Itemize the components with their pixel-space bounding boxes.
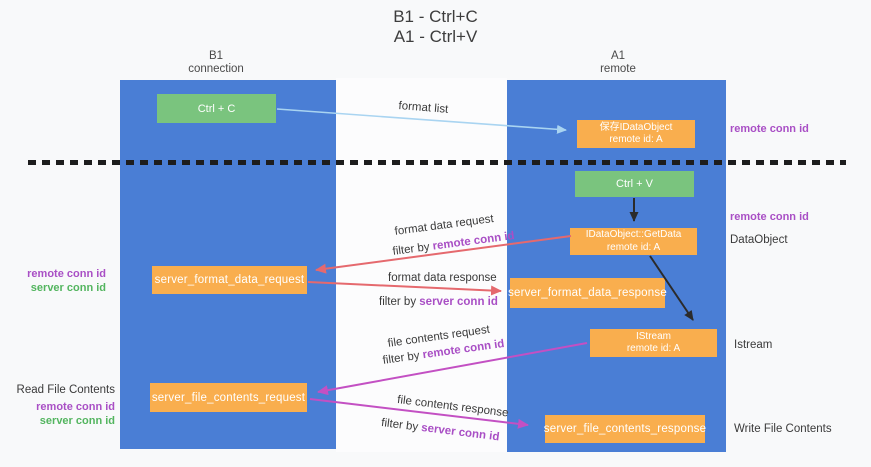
write-file-contents-label: Write File Contents — [734, 423, 832, 435]
remote-conn-id-side-label-top: remote conn id — [730, 123, 809, 135]
lane-a1-name: A1 — [610, 50, 626, 62]
server-conn-id-text: server conn id — [419, 296, 498, 308]
server-format-data-request-box: server_format_data_request — [152, 266, 307, 294]
save-idataobject-line2: remote id: A — [609, 134, 663, 145]
server-conn-id-left-label-2: server conn id — [39, 415, 115, 427]
title-line-2: A1 - Ctrl+V — [393, 27, 478, 46]
remote-conn-id-side-label-mid: remote conn id — [730, 211, 809, 223]
lane-header-b1: B1 connection — [160, 50, 272, 76]
lane-a1-subtitle: remote — [600, 63, 636, 75]
getdata-line2: remote id: A — [606, 241, 661, 253]
getdata-line1: IDataObject::GetData — [585, 229, 682, 240]
section-divider-dashed-line — [28, 160, 846, 165]
lane-b1-subtitle: connection — [188, 63, 244, 75]
server-file-contents-response-box: server_file_contents_response — [543, 415, 707, 443]
ctrl-v-box: Ctrl + V — [575, 171, 694, 197]
istream-side-label: Istream — [734, 339, 773, 351]
server-file-contents-response-label: server_file_contents_response — [543, 423, 707, 435]
format-data-response-label: format data response — [388, 272, 497, 284]
istream-line2: remote id: A — [626, 343, 681, 354]
server-conn-id-left-label-1: server conn id — [30, 282, 106, 294]
istream-line1: IStream — [635, 330, 671, 342]
ctrl-v-label: Ctrl + V — [616, 178, 653, 190]
server-format-data-response-box: server_format_data_response — [508, 278, 667, 308]
remote-conn-id-left-label-1: remote conn id — [27, 268, 106, 280]
lane-header-a1: A1 remote — [562, 50, 674, 76]
filter-by-text: filter by — [379, 296, 417, 308]
ctrl-c-box: Ctrl + C — [157, 94, 276, 123]
idataobject-getdata-box: IDataObject::GetData remote id: A — [570, 228, 697, 255]
ctrl-c-label: Ctrl + C — [197, 102, 236, 115]
filter-by-server-conn-id-label-1: filter by server conn id — [379, 296, 498, 308]
istream-box: IStream remote id: A — [590, 329, 717, 357]
title-line-1: B1 - Ctrl+C — [393, 7, 478, 26]
dataobject-side-label: DataObject — [730, 234, 788, 246]
read-file-contents-label: Read File Contents — [16, 384, 115, 396]
remote-conn-id-left-label-2: remote conn id — [36, 401, 115, 413]
server-format-data-request-label: server_format_data_request — [154, 274, 305, 286]
server-file-contents-request-label: server_file_contents_request — [151, 391, 306, 404]
lane-b1-name: B1 — [208, 50, 224, 62]
save-idataobject-box: 保存IDataObject remote id: A — [577, 120, 695, 148]
left-conn-id-group-top: remote conn id server conn id — [18, 267, 106, 295]
diagram-title: B1 - Ctrl+C A1 - Ctrl+V — [300, 7, 571, 47]
server-file-contents-request-box: server_file_contents_request — [150, 383, 307, 412]
server-format-data-response-label: server_format_data_response — [508, 287, 667, 299]
save-idataobject-line1: 保存IDataObject — [599, 121, 673, 133]
left-conn-id-group-bottom: Read File Contents remote conn id server… — [10, 383, 115, 428]
